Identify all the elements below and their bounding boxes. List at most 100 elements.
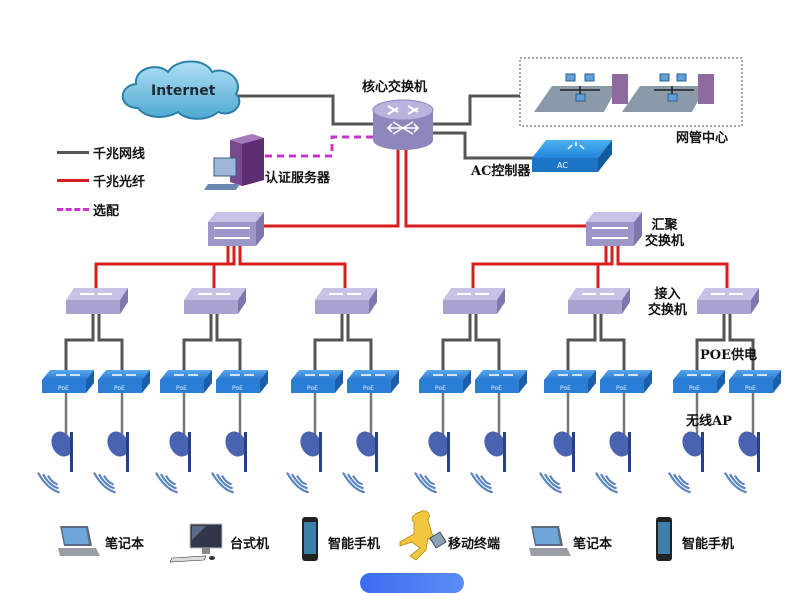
wireless-ap-icon (286, 431, 322, 494)
wireless-aps (37, 431, 760, 494)
copper-link (64, 314, 95, 370)
wireless-signal-icon (160, 473, 177, 490)
aggregation-label-line1: 汇聚 (651, 218, 678, 233)
legend-label: 选配 (93, 203, 120, 219)
poe-device-text: PoE (307, 385, 318, 392)
lan-group-icon (519, 57, 743, 127)
wireless-signal-icon (724, 472, 747, 494)
legend-swatch-optional (57, 207, 89, 211)
wireless-signal-icon (424, 475, 435, 486)
optional-links (265, 135, 375, 158)
wireless-signal-icon (734, 475, 745, 486)
copper-tree-links (64, 314, 755, 434)
legend-item-optional: 选配 (57, 201, 120, 219)
copper-link (566, 314, 597, 370)
multilayer-switch-icon (208, 212, 264, 246)
smartphone-icon (302, 517, 318, 561)
wireless-signal-icon (296, 475, 307, 486)
wireless-ap-icon (93, 431, 129, 494)
internet-label: Internet (151, 83, 216, 99)
poe-switch-icon: PoE (347, 370, 399, 393)
wireless-signal-icon (216, 473, 233, 490)
link-core-ac (430, 131, 535, 160)
poe-switch-icon: PoE (291, 370, 343, 393)
laptop-icon (58, 526, 100, 556)
link-internet-core (235, 94, 375, 126)
link-core-nms (430, 94, 520, 126)
wireless-signal-icon (352, 475, 363, 486)
terminal-label: 移动终端 (448, 537, 501, 552)
fiber-link (404, 150, 586, 228)
switch-icon (443, 288, 505, 314)
legend-item-copper: 千兆网线 (57, 144, 146, 162)
wireless-signal-icon (673, 473, 690, 490)
fiber-link (471, 246, 608, 288)
copper-link (695, 314, 726, 370)
fiber-link (596, 246, 614, 288)
copper-link (313, 314, 344, 370)
copper-link (474, 314, 501, 370)
legend-label: 千兆网线 (93, 146, 146, 162)
copper-link (97, 314, 124, 370)
wireless-ap-icon (470, 431, 506, 494)
switch-icon (315, 288, 377, 314)
terminal-label: 笔记本 (105, 537, 145, 552)
wireless-signal-icon (414, 472, 437, 494)
wireless-signal-icon (480, 475, 491, 486)
wireless-signal-icon (419, 473, 436, 490)
switch-icon (697, 288, 759, 314)
wireless-signal-icon (729, 473, 746, 490)
cloud-icon (121, 60, 241, 120)
ac-device-text: AC (557, 161, 568, 170)
copper-link (182, 314, 213, 370)
terminal-label: 智能手机 (682, 537, 735, 552)
router-icon (372, 99, 434, 150)
wireless-signal-icon (470, 472, 493, 494)
poe-switch-icon: PoE (160, 370, 212, 393)
wireless-signal-icon (544, 473, 561, 490)
link-auth-core (265, 135, 375, 158)
poe-device-text: PoE (176, 385, 187, 392)
mobile-user-icon (399, 510, 447, 561)
poe-switch-icon: PoE (729, 370, 781, 393)
wireless-signal-icon (221, 475, 232, 486)
terminal-label: 笔记本 (573, 537, 613, 552)
legend-swatch-fiber (57, 178, 89, 182)
fiber-link (616, 246, 729, 288)
access-label-line2: 交换机 (648, 303, 688, 318)
wireless-signal-icon (600, 473, 617, 490)
wireless-signal-icon (539, 472, 562, 494)
wireless-signal-icon (155, 472, 178, 494)
smartphone-icon (656, 517, 672, 561)
bottom-action-button[interactable] (360, 573, 464, 593)
copper-link (599, 314, 626, 370)
poe-device-text: PoE (745, 385, 756, 392)
wireless-signal-icon (42, 473, 59, 490)
wireless-signal-icon (678, 475, 689, 486)
wireless-ap-icon (342, 431, 378, 494)
switch-icon (568, 288, 630, 314)
poe-switch-icon: PoE (419, 370, 471, 393)
wireless-signal-icon (93, 472, 116, 494)
core-switch-label: 核心交换机 (362, 80, 428, 95)
wireless-signal-icon (595, 472, 618, 494)
wireless-signal-icon (165, 475, 176, 486)
copper-link (346, 314, 373, 370)
poe-device-text: PoE (114, 385, 125, 392)
poe-device-text: PoE (232, 385, 243, 392)
wireless-ap-icon (211, 431, 247, 494)
poe-label: POE供电 (700, 348, 758, 363)
fiber-links (94, 150, 729, 288)
poe-device-text: PoE (491, 385, 502, 392)
wireless-ap-icon (668, 431, 704, 494)
wireless-ap-icon (414, 431, 450, 494)
switch-icon (184, 288, 246, 314)
ac-controller-label: AC控制器 (471, 164, 531, 179)
aggregation-label-line2: 交换机 (645, 234, 685, 249)
poe-switch-icon: PoE (216, 370, 268, 393)
wireless-signal-icon (37, 472, 60, 494)
poe-device-text: PoE (560, 385, 571, 392)
poe-switch-icon: PoE (42, 370, 94, 393)
